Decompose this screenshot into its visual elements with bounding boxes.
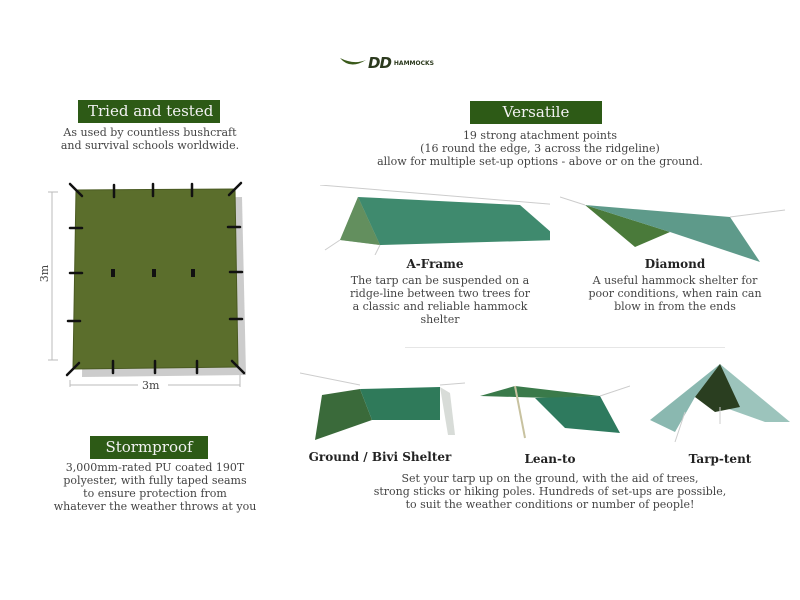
dd-hammocks-logo: DD HAMMOCKS [340,52,460,74]
logo-hammocks-text: HAMMOCKS [393,59,434,67]
versatile-desc: 19 strong atachment points (16 round the… [377,129,703,168]
tarp-height-label: 3m [38,264,52,283]
diamond-desc: A useful hammock shelter for poor condit… [588,274,762,313]
tarp-square-illustration [48,181,246,387]
stormproof-desc: 3,000mm-rated PU coated 190T polyester, … [53,461,257,513]
lean-to-title: Lean-to [524,452,576,466]
diamond-image [560,192,790,262]
a-frame-title: A-Frame [406,257,464,271]
tarp-dimension-diagram: 3m 3m [30,175,260,395]
tried-and-tested-desc: As used by countless bushcraft and survi… [60,126,240,152]
versatile-heading: Versatile [470,101,602,124]
lean-to-image [470,378,630,440]
section-divider [405,347,725,348]
a-frame-image [320,185,550,255]
stormproof-heading: Stormproof [90,436,208,459]
diamond-title: Diamond [644,257,706,271]
tarp-tent-title: Tarp-tent [688,452,752,466]
tarp-width-label: 3m [142,379,160,392]
ground-bivi-image [300,365,465,440]
a-frame-desc: The tarp can be suspended on a ridge-lin… [350,274,530,326]
logo-dd-text: DD [368,54,392,72]
tarp-tent-image [645,362,795,444]
ground-bivi-title: Ground / Bivi Shelter [308,450,452,464]
leaf-swoosh-icon [340,58,366,65]
tried-and-tested-heading: Tried and tested [78,100,220,123]
ground-setups-desc: Set your tarp up on the ground, with the… [373,472,727,511]
